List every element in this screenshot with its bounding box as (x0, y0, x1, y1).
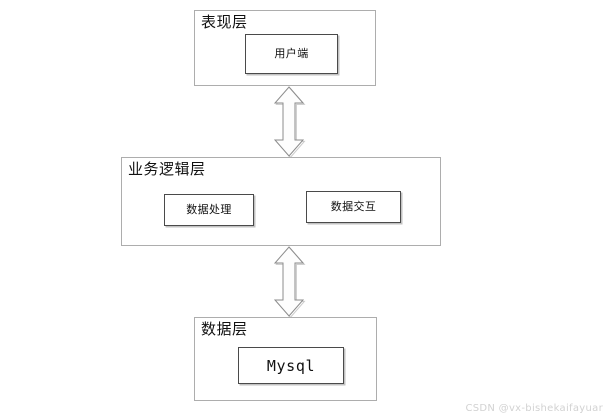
node-data-exchange: 数据交互 (306, 191, 401, 223)
layer-presentation-title: 表现层 (201, 15, 248, 31)
node-data-exchange-label: 数据交互 (330, 201, 377, 213)
layer-data-title: 数据层 (201, 322, 248, 338)
connector-business-data-arrow (272, 246, 306, 317)
node-client: 用户端 (245, 34, 338, 74)
node-data-processing-label: 数据处理 (186, 204, 232, 216)
watermark-text: CSDN @vx-bishekaifayuar (465, 403, 603, 414)
layer-business-title: 业务逻辑层 (128, 162, 206, 178)
node-client-label: 用户端 (274, 48, 309, 60)
node-mysql-label: Mysql (266, 356, 316, 375)
layer-presentation: 表现层 用户端 (194, 10, 376, 86)
connector-presentation-business-arrow (272, 86, 306, 157)
double-arrow-icon (273, 246, 306, 317)
layer-data: 数据层 Mysql (194, 317, 377, 401)
node-data-processing: 数据处理 (164, 194, 254, 226)
double-arrow-icon (273, 86, 306, 157)
layer-business: 业务逻辑层 数据处理 数据交互 (121, 157, 441, 246)
node-mysql: Mysql (238, 347, 344, 384)
